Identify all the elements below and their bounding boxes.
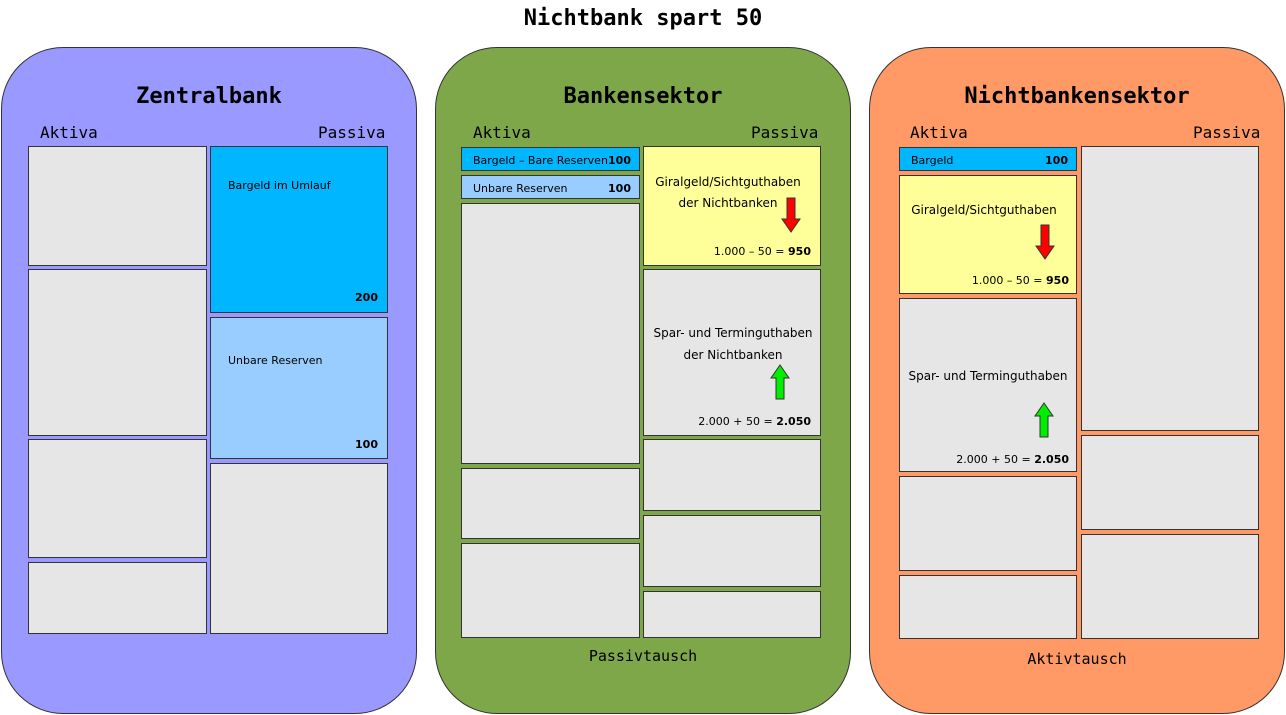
nichtbankensektor-footer: Aktivtausch: [1027, 650, 1127, 668]
bank-bargeld-label: Bargeld – Bare Reserven: [473, 154, 608, 167]
nb-spar-result-value: 2.050: [1034, 453, 1069, 466]
nb-aktiva-box-5: [899, 575, 1077, 639]
bank-giral-box: Giralgeld/Sichtguthaben der Nichtbanken …: [643, 146, 821, 266]
zentralbank-title: Zentralbank: [136, 84, 282, 109]
nb-passiva-box-1: [1081, 146, 1259, 431]
bankensektor-footer: Passivtausch: [588, 647, 698, 665]
zentralbank-aktiva-box-1: [28, 146, 207, 266]
bankensektor-passiva-label: Passiva: [751, 123, 819, 142]
zentralbank-unbare-box: Unbare Reserven 100: [210, 317, 388, 459]
bank-unbare-label: Unbare Reserven: [473, 182, 568, 195]
bank-spar-result: 2.000 + 50 = 2.050: [698, 415, 811, 428]
zentralbank-bargeld-box: Bargeld im Umlauf 200: [210, 146, 388, 313]
zentralbank-unbare-value: 100: [355, 438, 378, 451]
zentralbank-passiva-box-3: [210, 463, 388, 634]
zentralbank-passiva-label: Passiva: [318, 123, 386, 142]
down-arrow-icon: [1035, 224, 1055, 260]
bank-spar-box: Spar- und Terminguthaben der Nichtbanken…: [643, 269, 821, 436]
bankensektor-title: Bankensektor: [563, 84, 723, 109]
zentralbank-unbare-label: Unbare Reserven: [228, 354, 323, 367]
bank-passiva-box-3: [643, 439, 821, 511]
bank-bargeld-value: 100: [608, 154, 631, 167]
bankensektor-aktiva-label: Aktiva: [473, 123, 531, 142]
bank-spar-label-line1: Spar- und Terminguthaben: [653, 326, 813, 340]
bank-giral-result-value: 950: [788, 245, 811, 258]
bank-spar-calc: 2.000 + 50 =: [698, 415, 777, 428]
nb-giral-result: 1.000 – 50 = 950: [972, 274, 1069, 287]
nb-giral-result-value: 950: [1046, 274, 1069, 287]
page-title: Nichtbank spart 50: [523, 6, 763, 31]
bank-passiva-box-5: [643, 591, 821, 638]
nichtbankensektor-title: Nichtbankensektor: [964, 84, 1190, 109]
bank-aktiva-box-5: [461, 543, 640, 638]
nb-spar-calc: 2.000 + 50 =: [956, 453, 1035, 466]
nb-spar-label: Spar- und Terminguthaben: [908, 369, 1068, 383]
nb-passiva-box-2: [1081, 435, 1259, 530]
bank-spar-label-line2: der Nichtbanken: [683, 348, 783, 362]
zentralbank-bargeld-value: 200: [355, 291, 378, 304]
bank-bargeld-box: Bargeld – Bare Reserven 100: [461, 147, 640, 171]
zentralbank-aktiva-box-4: [28, 562, 207, 634]
bank-giral-calc: 1.000 – 50 =: [713, 245, 789, 258]
bank-aktiva-box-4: [461, 468, 640, 539]
bank-unbare-value: 100: [608, 182, 631, 195]
bank-giral-label-line1: Giralgeld/Sichtguthaben: [655, 175, 801, 189]
nb-bargeld-value: 100: [1045, 154, 1068, 167]
nb-bargeld-box: Bargeld 100: [899, 147, 1077, 171]
nb-giral-label: Giralgeld/Sichtguthaben: [911, 203, 1057, 217]
up-arrow-icon: [1034, 402, 1054, 438]
bank-aktiva-box-3: [461, 203, 640, 464]
nb-giral-calc: 1.000 – 50 =: [971, 274, 1047, 287]
zentralbank-bargeld-label: Bargeld im Umlauf: [228, 179, 331, 192]
bank-giral-result: 1.000 – 50 = 950: [714, 245, 811, 258]
nb-spar-result: 2.000 + 50 = 2.050: [956, 453, 1069, 466]
bank-passiva-box-4: [643, 515, 821, 587]
nb-aktiva-box-4: [899, 476, 1077, 571]
nb-spar-box: Spar- und Terminguthaben 2.000 + 50 = 2.…: [899, 298, 1077, 472]
nichtbankensektor-passiva-label: Passiva: [1193, 123, 1261, 142]
up-arrow-icon: [770, 364, 790, 400]
zentralbank-aktiva-label: Aktiva: [40, 123, 98, 142]
bank-giral-label-line2: der Nichtbanken: [678, 196, 778, 210]
bank-unbare-box: Unbare Reserven 100: [461, 175, 640, 199]
zentralbank-aktiva-box-3: [28, 439, 207, 558]
nichtbankensektor-aktiva-label: Aktiva: [910, 123, 968, 142]
bank-spar-result-value: 2.050: [776, 415, 811, 428]
down-arrow-icon: [781, 197, 801, 233]
nb-giral-box: Giralgeld/Sichtguthaben 1.000 – 50 = 950: [899, 175, 1077, 294]
nb-bargeld-label: Bargeld: [911, 154, 954, 167]
zentralbank-aktiva-box-2: [28, 269, 207, 436]
nb-passiva-box-3: [1081, 534, 1259, 639]
